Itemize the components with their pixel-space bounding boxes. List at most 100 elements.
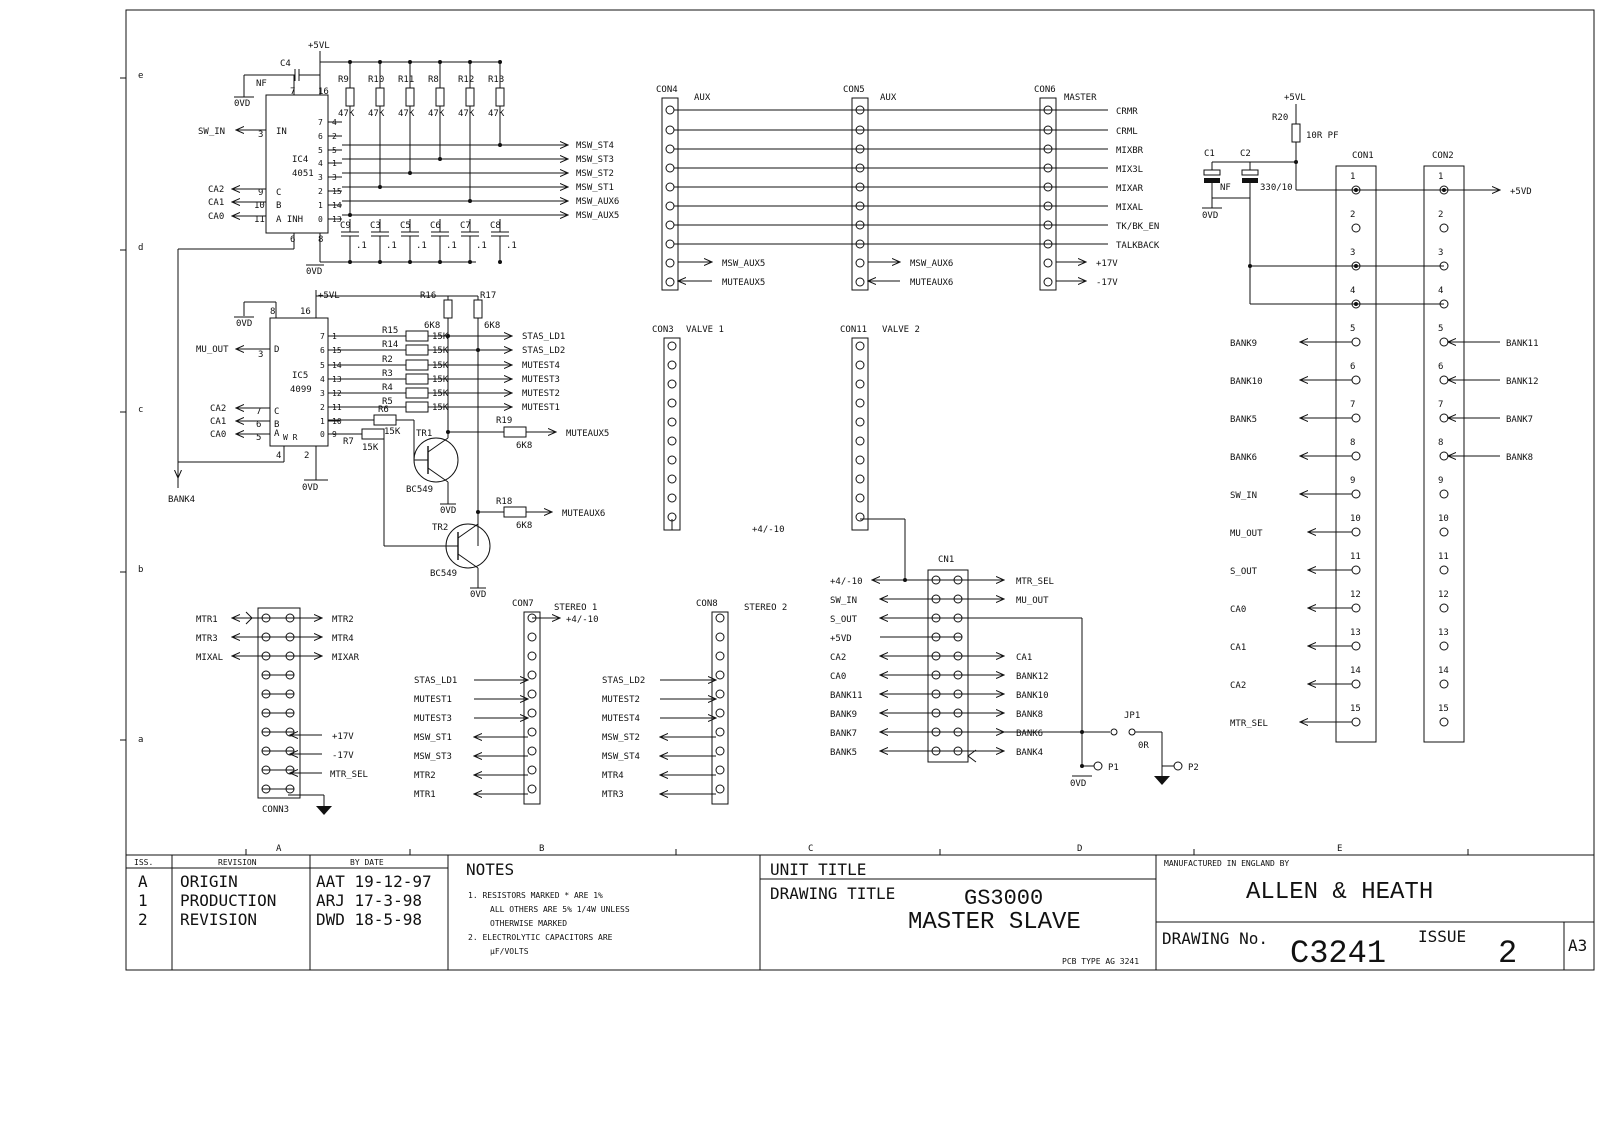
- con1-pin: [1351, 717, 1361, 727]
- ic4-resistor-value: 47K: [488, 109, 505, 119]
- con2-pin: [1439, 527, 1449, 537]
- svg-text:NF: NF: [256, 79, 267, 89]
- svg-text:D: D: [274, 345, 279, 355]
- svg-text:C: C: [274, 407, 279, 417]
- valve-connector-pin: [855, 360, 865, 370]
- aux-connector-pin: [665, 277, 675, 287]
- con1-pin-number: 9: [1350, 476, 1355, 486]
- ic4-pullup-resistor: [345, 87, 355, 107]
- ic4-resistor-ref: R9: [338, 75, 349, 85]
- con3-connector: [663, 337, 681, 531]
- cn1-left-label: CA0: [830, 672, 846, 682]
- ic4-resistor-ref: R12: [458, 75, 474, 85]
- con1-signal-label: MU_OUT: [1230, 529, 1263, 539]
- con2-pin-number: 9: [1438, 476, 1443, 486]
- ic5-mu-out: MU_OUT: [196, 345, 229, 355]
- con8-pin: [715, 746, 725, 756]
- ic4-pin-ch: 2: [332, 132, 337, 141]
- svg-text:+17V: +17V: [1096, 259, 1118, 269]
- note-2: 2. ELECTROLYTIC CAPACITORS ARE: [468, 933, 613, 942]
- con2-pin-number: 10: [1438, 514, 1449, 524]
- cn1-left-label: +5VD: [830, 634, 852, 644]
- con1-pin-number: 7: [1350, 400, 1355, 410]
- ic5-pin-num: 4: [320, 375, 325, 384]
- con1-pin-number: 11: [1350, 552, 1361, 562]
- aux-connector-pin: [855, 277, 865, 287]
- aux-connector-pin: [665, 239, 675, 249]
- con7-signal-label: STAS_LD1: [414, 676, 457, 686]
- svg-text:CA0: CA0: [210, 430, 226, 440]
- svg-text:+4/-10: +4/-10: [566, 615, 599, 625]
- con7-signal-label: MSW_ST1: [414, 733, 452, 743]
- con8-pin: [715, 708, 725, 718]
- aux-connector-pin: [665, 220, 675, 230]
- note-1c: OTHERWISE MARKED: [490, 919, 567, 928]
- con8-pin: [715, 670, 725, 680]
- manufacturer-label: MANUFACTURED IN ENGLAND BY: [1164, 859, 1289, 868]
- col-ref-d: D: [1077, 844, 1082, 854]
- ic4-resistor-ref: R10: [368, 75, 384, 85]
- svg-text:6: 6: [256, 420, 261, 430]
- con8-signal-label: MTR4: [602, 771, 624, 781]
- row-ref-d: d: [138, 243, 143, 253]
- issue-number: 2: [1498, 935, 1517, 972]
- svg-text:11: 11: [254, 215, 265, 225]
- ic4-pin-num: 0: [318, 215, 323, 224]
- con8-pin: [715, 727, 725, 737]
- con2-signal-label: BANK7: [1506, 415, 1533, 425]
- svg-text:BC549: BC549: [430, 569, 457, 579]
- cn1-left-label: SW_IN: [830, 596, 857, 606]
- cn1-left-label: +4/-10: [830, 577, 863, 587]
- svg-text:-17V: -17V: [1096, 278, 1118, 288]
- svg-text:3: 3: [258, 350, 263, 360]
- ic5-output-label: MUTEST4: [522, 361, 560, 371]
- ic4-pullup-resistor: [495, 87, 505, 107]
- con2-pin: [1439, 375, 1449, 385]
- row-ref-c: c: [138, 405, 143, 415]
- aux-signal-label: CRMR: [1116, 107, 1138, 117]
- con1-pin-number: 12: [1350, 590, 1361, 600]
- con1-pin: [1351, 489, 1361, 499]
- svg-text:C2: C2: [1240, 149, 1251, 159]
- con1-signal-label: SW_IN: [1230, 491, 1257, 501]
- aux-connector-pin: [665, 163, 675, 173]
- ic4-output-label: MSW_ST2: [576, 169, 614, 179]
- svg-text:16: 16: [300, 307, 311, 317]
- col-ref-a: A: [276, 844, 282, 854]
- sheet-size: A3: [1568, 936, 1587, 955]
- aux-signal-label: MIX3L: [1116, 165, 1143, 175]
- ic4-cap-value: .1: [446, 241, 457, 251]
- con8-pin: [715, 613, 725, 623]
- conn3-label: CONN3: [262, 805, 289, 815]
- svg-text:AAT 19-12-97: AAT 19-12-97: [316, 872, 432, 891]
- con1-pin-number: 2: [1350, 210, 1355, 220]
- svg-text:R7: R7: [343, 437, 354, 447]
- con7-pin: [527, 784, 537, 794]
- svg-text:+5VL: +5VL: [1284, 93, 1306, 103]
- ic4-cap-value: .1: [506, 241, 517, 251]
- svg-text:MIXAL: MIXAL: [196, 653, 223, 663]
- con1-signal-label: BANK9: [1230, 339, 1257, 349]
- con7-connector: [523, 611, 541, 805]
- ic4-resistor-ref: R11: [398, 75, 414, 85]
- con1-pin-number: 6: [1350, 362, 1355, 372]
- aux-signal-label: MIXBR: [1116, 146, 1144, 156]
- ic4-cap-ref: C7: [460, 221, 471, 231]
- valve-connector-pin: [855, 493, 865, 503]
- con2-label: CON2: [1432, 151, 1454, 161]
- svg-text:A: A: [274, 429, 280, 439]
- valve-connector-pin: [667, 379, 677, 389]
- svg-text:MTR3: MTR3: [196, 634, 218, 644]
- aux-connector-pin: [1043, 277, 1053, 287]
- ic4-pin-ch: 14: [332, 201, 342, 210]
- svg-text:W R: W R: [283, 433, 298, 442]
- ic4-sw-in: SW_IN: [198, 127, 225, 137]
- con2-pin: [1439, 413, 1449, 423]
- svg-text:ARJ 17-3-98: ARJ 17-3-98: [316, 891, 422, 910]
- ic4-output-label: MSW_ST3: [576, 155, 614, 165]
- con2-pin-number: 15: [1438, 704, 1449, 714]
- ic4-gnd-bottom: 0VD: [306, 267, 322, 277]
- svg-text:R16: R16: [420, 291, 436, 301]
- ic4-pin-num: 1: [318, 201, 323, 210]
- con1-pin: [1351, 527, 1361, 537]
